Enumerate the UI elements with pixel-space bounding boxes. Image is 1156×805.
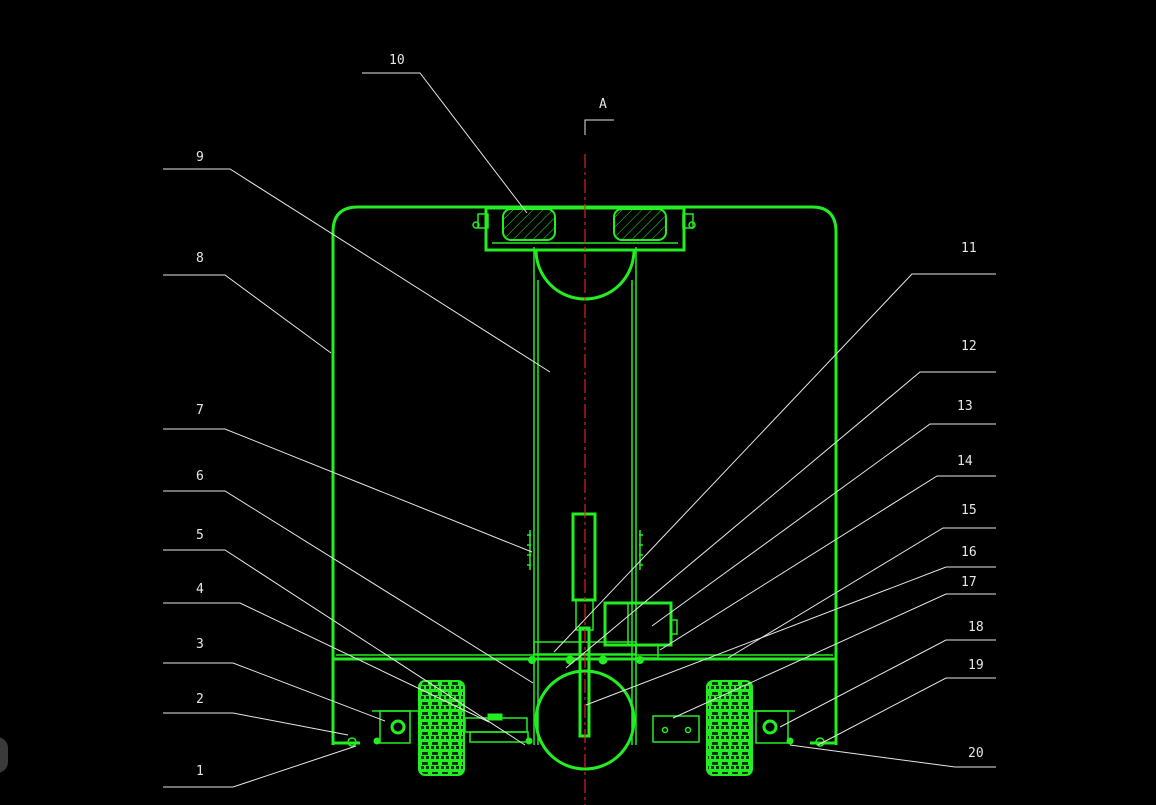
leader-line-20	[789, 744, 996, 768]
shaft-nut-left	[565, 655, 575, 665]
leader-line-13	[651, 423, 996, 627]
top-bolt-right	[688, 221, 696, 229]
leader-line-15	[727, 527, 996, 659]
leader-line-10	[362, 72, 528, 214]
bearing-block-right	[613, 208, 667, 241]
right-end-nut	[786, 737, 794, 745]
leader-line-11	[553, 273, 996, 653]
leader-line-16	[585, 566, 996, 706]
left-end-nut	[373, 737, 381, 745]
callout-number-4: 4	[196, 582, 204, 597]
callout-number-14: 14	[957, 454, 973, 469]
top-bolt-left	[472, 221, 480, 229]
leader-line-4	[163, 602, 490, 723]
sensor-base	[469, 731, 529, 743]
callout-number-13: 13	[957, 399, 973, 414]
leader-line-7	[163, 428, 533, 553]
callout-number-7: 7	[196, 403, 204, 418]
callout-number-12: 12	[961, 339, 977, 354]
callout-number-5: 5	[196, 528, 204, 543]
leader-line-3	[163, 662, 386, 722]
scroll-handle[interactable]	[0, 737, 8, 773]
callout-number-16: 16	[961, 545, 977, 560]
callout-number-15: 15	[961, 503, 977, 518]
controller-hole-2	[684, 726, 692, 734]
column-clip-left	[527, 530, 531, 570]
bearing-block-left	[502, 208, 556, 241]
shaft-nut-right	[598, 655, 608, 665]
leader-line-12	[565, 371, 996, 669]
callout-number-8: 8	[196, 251, 204, 266]
corner-nut-left	[347, 737, 357, 747]
section-label: A	[599, 97, 607, 112]
leader-line-5	[163, 549, 526, 746]
callout-number-18: 18	[968, 620, 984, 635]
left-wheel	[418, 680, 465, 776]
controller-box	[652, 715, 700, 743]
callout-number-2: 2	[196, 692, 204, 707]
motor-cap	[670, 619, 678, 635]
callout-number-20: 20	[968, 746, 984, 761]
motor-mount	[635, 644, 659, 659]
callout-number-1: 1	[196, 764, 204, 779]
callout-number-17: 17	[961, 575, 977, 590]
leader-line-14	[659, 475, 996, 651]
leader-line-9	[163, 168, 551, 373]
right-bearing	[762, 719, 778, 735]
sensor-chip	[487, 713, 503, 721]
callout-number-3: 3	[196, 637, 204, 652]
hub-nut-left	[528, 656, 536, 664]
top-housing-tab-right	[682, 213, 694, 229]
motor-body	[603, 601, 673, 647]
sensor-nut	[525, 737, 533, 745]
leader-line-2	[163, 712, 349, 736]
column-clip-right	[639, 530, 643, 570]
section-mark-a: A	[584, 97, 614, 805]
right-bracket	[755, 710, 789, 744]
leader-line-18	[779, 639, 996, 728]
controller-hole-1	[661, 726, 669, 734]
left-bearing	[390, 719, 406, 735]
leader-line-1	[163, 745, 357, 788]
leader-line-17	[672, 593, 996, 719]
right-wheel	[706, 680, 753, 776]
callout-number-6: 6	[196, 469, 204, 484]
callout-number-10: 10	[389, 53, 405, 68]
leader-line-19	[817, 677, 996, 746]
callout-number-11: 11	[961, 241, 977, 256]
drive-drum	[534, 669, 636, 771]
top-housing-tab-left	[477, 213, 489, 229]
callout-number-9: 9	[196, 150, 204, 165]
spindle-top	[571, 512, 597, 602]
leader-line-8	[163, 274, 332, 354]
leader-line-6	[163, 490, 534, 684]
section-arrow	[584, 119, 614, 135]
callout-number-19: 19	[968, 658, 984, 673]
